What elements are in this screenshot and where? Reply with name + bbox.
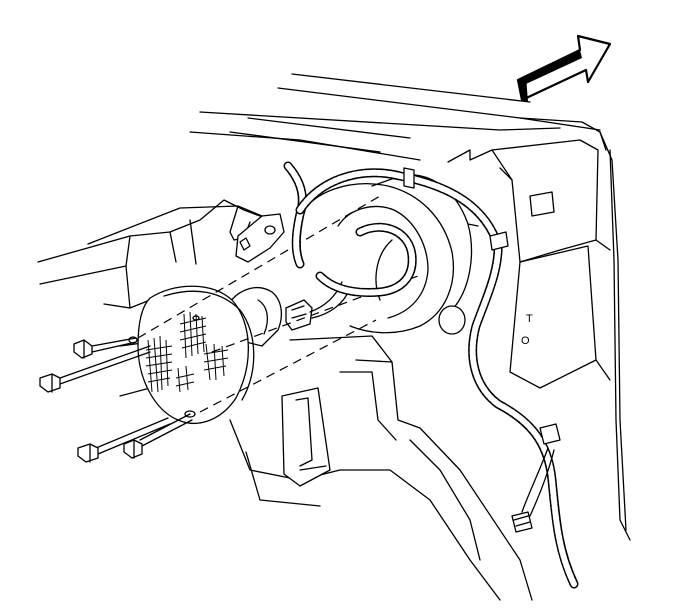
stamped-label-o: O [521, 335, 530, 347]
wiring-harness-icon [283, 161, 579, 589]
bolt-icon [77, 417, 171, 463]
stamped-label-t: T [526, 313, 533, 325]
connector-icon [511, 511, 533, 533]
mounting-bracket [37, 199, 285, 397]
lower-housing [229, 335, 533, 601]
direction-arrow-icon [516, 34, 612, 102]
bolt-icon [73, 337, 137, 359]
headlamp-assembly [128, 281, 351, 424]
bolt-icon [123, 413, 193, 459]
adjuster-knob [438, 305, 466, 335]
lamp-connector [285, 281, 351, 331]
body-panel-lines [189, 73, 631, 541]
bolt-icon [39, 345, 151, 393]
lens-pattern [145, 311, 229, 393]
lamp-mounting-ring [299, 174, 479, 335]
